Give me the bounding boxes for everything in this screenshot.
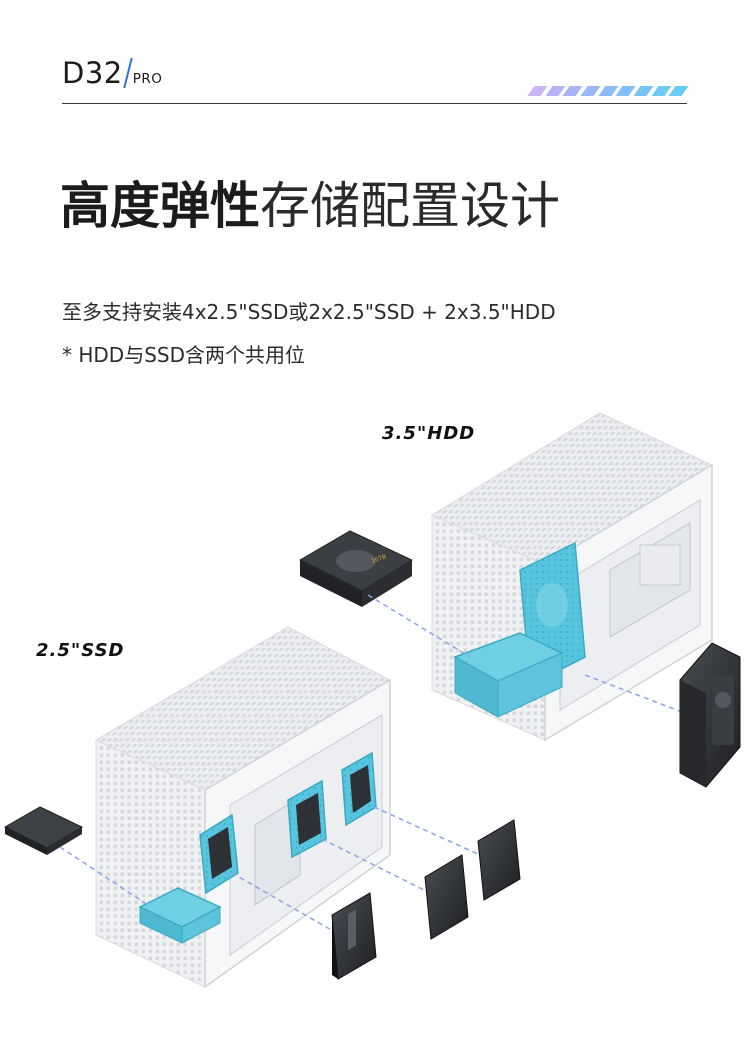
ssd-label: 2.5"SSD xyxy=(36,640,125,661)
hdd-case xyxy=(430,412,714,742)
storage-footnote: * HDD与SSD含两个共用位 xyxy=(62,343,305,367)
page-title: 高度弹性存储配置设计 xyxy=(60,176,560,236)
stripe-segment xyxy=(580,86,601,96)
header-divider xyxy=(62,103,687,104)
storage-illustration: 16TB xyxy=(3,412,741,989)
stripe-segment xyxy=(615,86,636,96)
stripe-segment xyxy=(527,86,548,96)
stripe-segment xyxy=(668,86,689,96)
hdd-drive-upright xyxy=(679,642,741,788)
storage-description: 至多支持安装4x2.5"SSD或2x2.5"SSD + 2x3.5"HDD xyxy=(62,300,556,324)
decorative-stripes xyxy=(527,86,689,96)
hdd-drive-loose: 16TB xyxy=(298,530,414,607)
page-title-light: 存储配置设计 xyxy=(260,177,560,235)
hdd-label: 3.5"HDD xyxy=(382,423,476,444)
brand-variant: PRO xyxy=(132,70,163,87)
page-title-bold: 高度弹性 xyxy=(60,177,260,235)
brand-logo: D32 PRO xyxy=(62,58,162,88)
ssd-drive-upright-3 xyxy=(477,819,521,901)
ssd-case xyxy=(94,626,392,989)
stripe-segment xyxy=(562,86,583,96)
brand-slash xyxy=(122,58,133,88)
svg-text:16TB: 16TB xyxy=(370,553,387,564)
ssd-drive-loose xyxy=(3,806,84,855)
ssd-drive-upright-2 xyxy=(424,854,469,940)
stripe-segment xyxy=(633,86,654,96)
brand-model: D32 xyxy=(62,56,123,90)
ssd-drive-upright-1 xyxy=(331,892,377,980)
